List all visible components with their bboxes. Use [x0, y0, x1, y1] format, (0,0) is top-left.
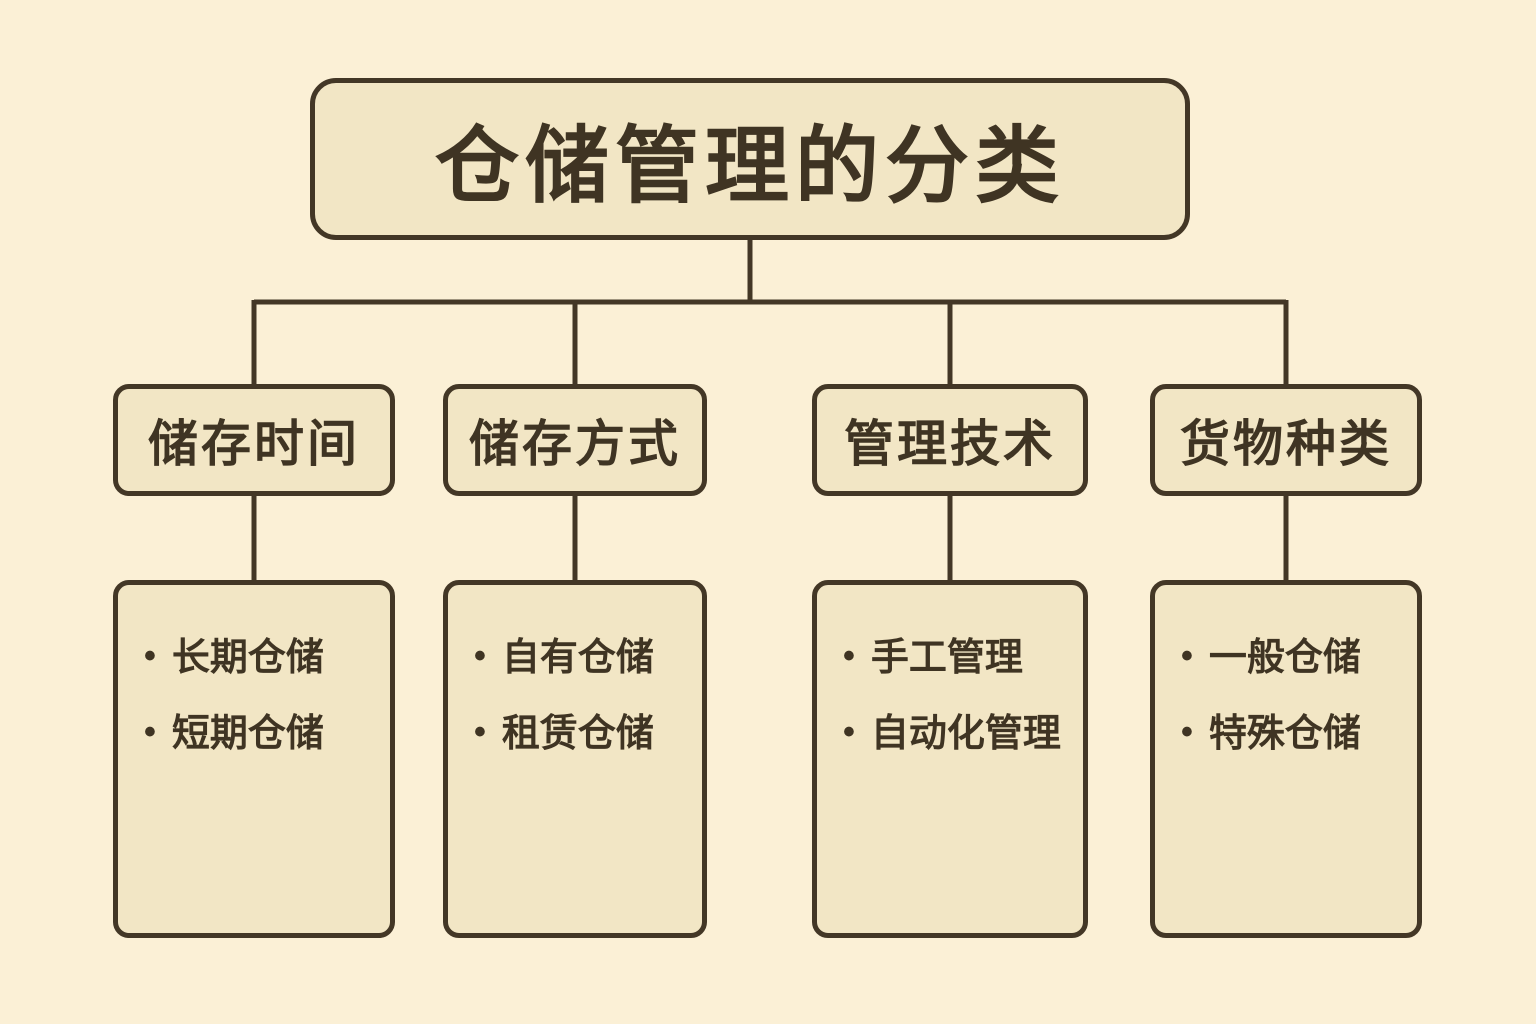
bullet-icon: • — [474, 637, 486, 676]
category-label-4: 货物种类 — [1180, 416, 1392, 472]
bullet-icon: • — [144, 712, 156, 751]
bullet-icon: • — [1181, 712, 1193, 751]
detail-node-4: • 一般仓储 • 特殊仓储 — [1150, 580, 1422, 938]
bullet-icon: • — [843, 712, 855, 751]
detail-node-1: • 长期仓储 • 短期仓储 — [113, 580, 395, 938]
category-label-1: 储存时间 — [148, 416, 360, 472]
detail-node-2: • 自有仓储 • 租赁仓储 — [443, 580, 707, 938]
list-item-label: 自有仓储 — [501, 637, 654, 679]
list-item: • 自有仓储 — [474, 637, 654, 681]
list-item: • 短期仓储 — [144, 713, 324, 757]
list-item-label: 短期仓储 — [171, 712, 324, 755]
list-item-label: 长期仓储 — [171, 637, 324, 679]
list-item-label: 手工管理 — [870, 637, 1023, 679]
list-item-label: 租赁仓储 — [501, 712, 654, 755]
list-item: • 特殊仓储 — [1181, 713, 1361, 757]
list-item-label: 特殊仓储 — [1208, 712, 1361, 755]
diagram-title: 仓储管理的分类 — [434, 118, 1065, 213]
category-label-3: 管理技术 — [844, 416, 1056, 472]
category-node-1: 储存时间 — [113, 384, 395, 496]
list-item: • 租赁仓储 — [474, 713, 654, 757]
list-item: • 手工管理 — [843, 637, 1023, 681]
list-item-label: 一般仓储 — [1208, 637, 1361, 679]
list-item: • 长期仓储 — [144, 637, 324, 681]
list-item: • 自动化管理 — [843, 713, 1061, 757]
category-node-3: 管理技术 — [812, 384, 1088, 496]
category-label-2: 储存方式 — [469, 416, 681, 472]
category-node-4: 货物种类 — [1150, 384, 1422, 496]
bullet-icon: • — [843, 637, 855, 676]
list-item: • 一般仓储 — [1181, 637, 1361, 681]
list-item-label: 自动化管理 — [870, 712, 1061, 755]
category-node-2: 储存方式 — [443, 384, 707, 496]
detail-node-3: • 手工管理 • 自动化管理 — [812, 580, 1088, 938]
root-node: 仓储管理的分类 — [310, 78, 1190, 240]
bullet-icon: • — [1181, 637, 1193, 676]
bullet-icon: • — [144, 637, 156, 676]
bullet-icon: • — [474, 712, 486, 751]
